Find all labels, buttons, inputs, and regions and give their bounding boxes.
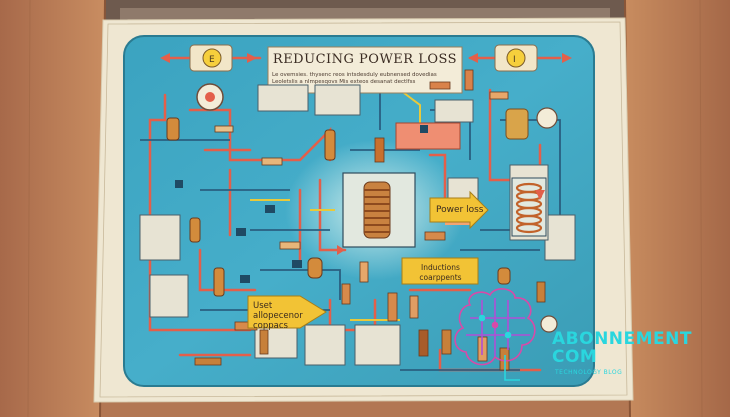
marker-left-icon: E <box>189 44 233 72</box>
power-loss-label: Power loss <box>436 205 484 215</box>
box-left-flap <box>0 0 105 417</box>
poster-title: REDUCING POWER LOSS <box>272 52 458 67</box>
watermark-tagline: TECHNOLOGY BLOG <box>555 369 623 376</box>
inductors-label: Inductions coarppents <box>419 263 462 282</box>
poster-subtitle: Le ovemsies. thysenc reos intsdesduly eu… <box>272 72 437 85</box>
brain-logo-icon <box>454 288 536 381</box>
right-inductor <box>505 108 547 237</box>
arrows <box>160 53 572 255</box>
watermark-line2: COM <box>552 347 598 367</box>
small-inductors <box>166 117 511 297</box>
uses-callout <box>247 295 327 329</box>
svg-text:I: I <box>513 55 516 65</box>
inductors-callout <box>401 257 479 285</box>
watermark-line1: ABONNEMENT <box>552 329 692 349</box>
power-loss-arrow <box>429 190 489 230</box>
marker-right-icon: I <box>494 44 538 72</box>
meter-icon <box>196 83 558 333</box>
svg-text:E: E <box>209 55 215 65</box>
box-right-flap <box>625 0 730 417</box>
central-inductor <box>342 172 416 248</box>
uses-label: Uset allopecenor coppacs <box>253 301 303 331</box>
